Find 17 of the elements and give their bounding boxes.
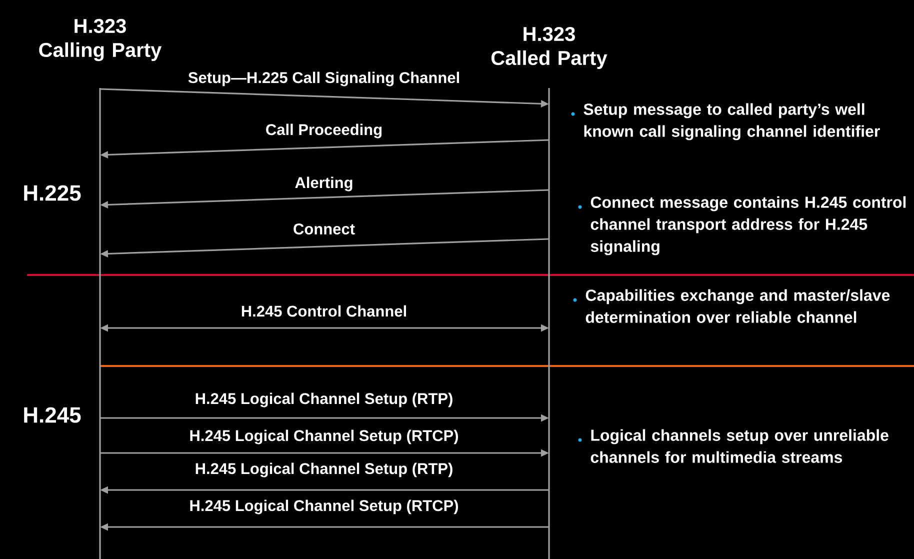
message-label: H.245 Control Channel <box>242 305 406 317</box>
party-label: H.323 Calling Party <box>39 18 162 62</box>
message-label: Setup—H.225 Call Signaling Channel <box>188 72 459 86</box>
bullet-text: Capabilities exchange and master/slave determination over reliable channel <box>586 289 890 323</box>
bullet-text: Setup message to called party’s well known call signaling channel identifier <box>584 103 880 140</box>
section-label: H.245 <box>24 407 81 423</box>
message-label: H.245 Logical Channel Setup (RTCP) <box>190 430 458 444</box>
message-label: Call Proceeding <box>266 124 382 138</box>
message-label: Alerting <box>295 176 352 192</box>
section-label: H.225 <box>24 185 81 201</box>
message-label: H.245 Logical Channel Setup (RTCP) <box>190 500 458 514</box>
bullet-text: Logical channels setup over unreliable channels for multimedia streams <box>590 429 888 463</box>
party-label: H.323 Called Party <box>491 26 608 70</box>
bullet-text: Connect message contains H.245 control channel transport address for H.245 signaling <box>590 196 906 256</box>
message-label: H.245 Logical Channel Setup (RTP) <box>196 462 452 478</box>
message-label: H.245 Logical Channel Setup (RTP) <box>196 392 452 408</box>
message-label: Connect <box>294 224 355 234</box>
